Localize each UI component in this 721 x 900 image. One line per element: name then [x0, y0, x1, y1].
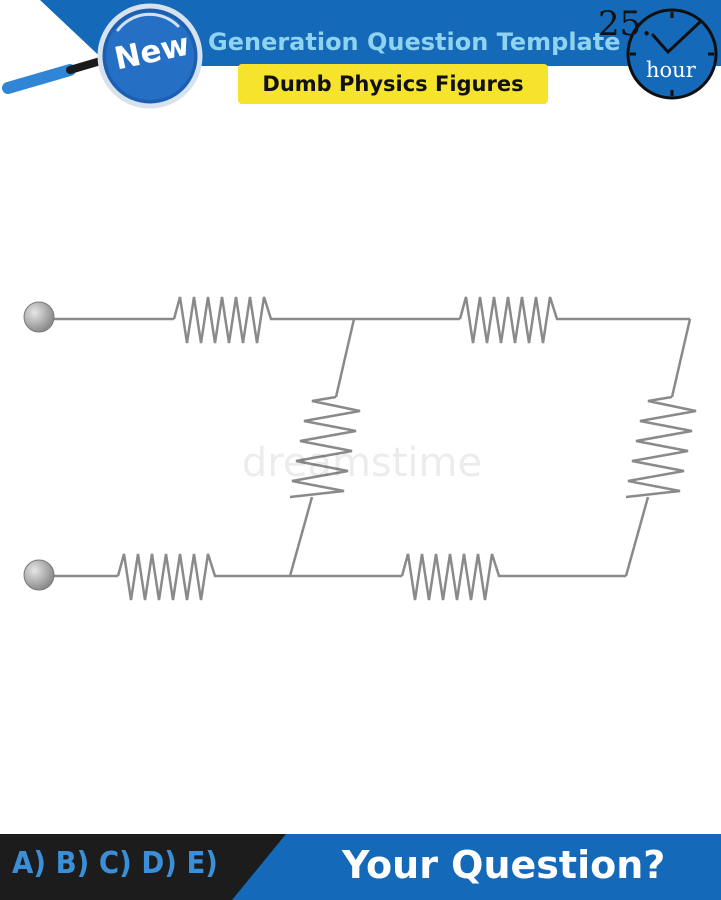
- subtitle-pill: [238, 64, 548, 104]
- terminal-top-icon: [23, 301, 55, 333]
- magnifier-handle-icon: [2, 64, 76, 94]
- question-prompt: Your Question?: [342, 843, 666, 887]
- wire-branch-right-bottom: [624, 496, 650, 577]
- clock-icon: [626, 8, 718, 100]
- resistor-bottom-left: [116, 553, 222, 601]
- magnifier-icon: [97, 3, 203, 109]
- answer-options: A) B) C) D) E): [12, 846, 218, 881]
- wire-branch-left-top: [334, 318, 356, 398]
- resistor-branch-left: [289, 395, 361, 499]
- terminal-bottom-icon: [23, 559, 55, 591]
- resistor-top-right: [458, 296, 562, 344]
- resistor-top-left: [172, 296, 278, 344]
- header-banner: [40, 0, 721, 66]
- page-subtitle: Dumb Physics Figures: [262, 72, 524, 96]
- wire-branch-right-top: [670, 318, 692, 398]
- footer-blue-panel: [232, 834, 721, 900]
- header-graphics: [2, 0, 721, 109]
- timer-unit: hour: [646, 58, 696, 82]
- page-title: Generation Question Template: [208, 28, 621, 56]
- resistor-branch-right: [625, 395, 697, 499]
- watermark: dreamstime: [241, 440, 483, 486]
- resistor-bottom-right: [400, 553, 504, 601]
- timer-number: 25.: [598, 4, 653, 44]
- wire-branch-left-bottom: [288, 496, 314, 577]
